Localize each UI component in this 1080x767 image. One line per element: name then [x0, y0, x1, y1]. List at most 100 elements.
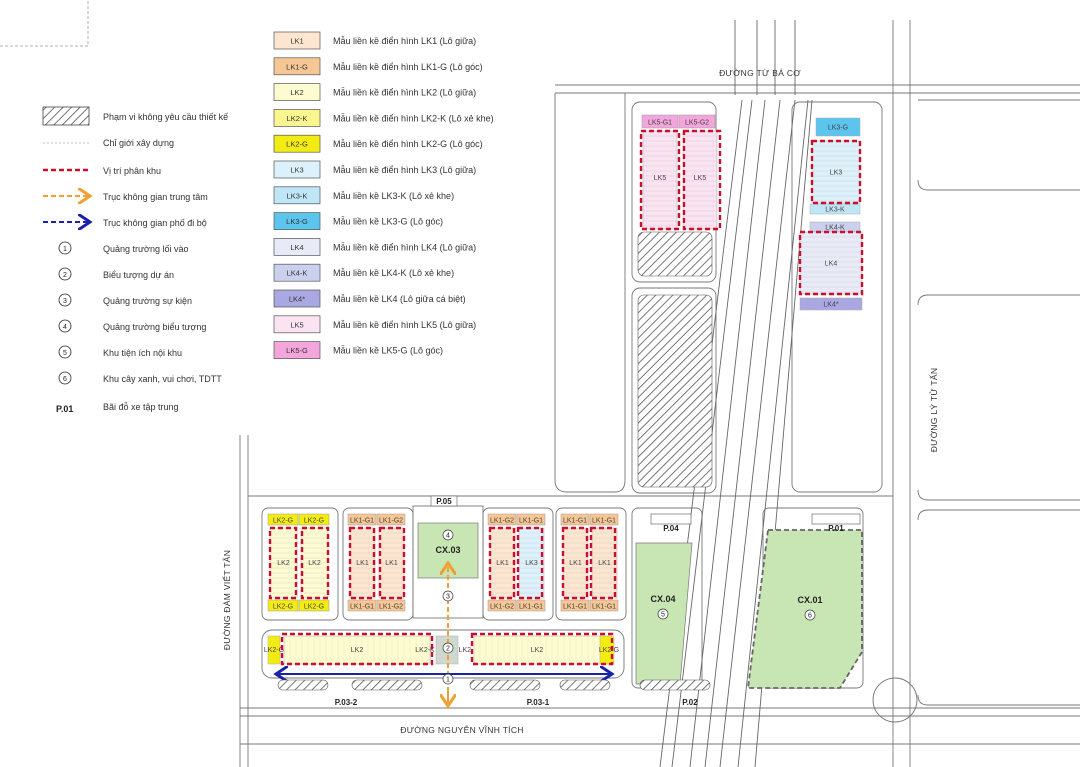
- plot-label: LK2: [277, 560, 290, 567]
- plot-label: LK4*: [823, 302, 838, 309]
- legend-lot-description: Mẫu liền kề điển hình LK2 (Lô giữa): [333, 88, 476, 98]
- legend-number-circle: [58, 319, 72, 333]
- legend-swatch-lk3-g: [273, 212, 321, 230]
- legend-swatch-lk4-star: [273, 289, 321, 308]
- plot-cell: [641, 114, 679, 129]
- legend-lot-description: Mẫu liền kề điển hình LK4 (Lô giữa): [333, 242, 476, 252]
- legend-hatch-swatch: [42, 106, 90, 126]
- plot-label: LK1-G1: [592, 518, 616, 525]
- legend-swatch-code: LK5-G: [286, 346, 308, 355]
- marker-2: 2: [446, 646, 450, 653]
- plot-label: LK3-G: [828, 125, 848, 132]
- legend-number: 6: [63, 376, 67, 383]
- legend-text: Trục không gian phố đi bộ: [103, 218, 207, 228]
- plot-label: LK1-G2: [379, 518, 403, 525]
- legend-swatch-lk3: [273, 160, 321, 179]
- plot-label: LK2-G: [273, 604, 293, 611]
- legend-text: Bãi đỗ xe tập trung: [103, 402, 179, 412]
- plot-label: LK1: [569, 560, 582, 567]
- legend-swatch-lk2-g: [273, 134, 321, 153]
- legend-swatch-code: LK1: [290, 37, 303, 46]
- plot-cell: [678, 114, 716, 129]
- parking-p02: P.02: [682, 698, 698, 707]
- park-cx01-area: [746, 529, 863, 689]
- road-name-west: ĐƯỜNG ĐÀM VIẾT TÂN: [222, 550, 232, 650]
- plot-cell: [487, 513, 517, 526]
- legend-swatch-code: LK4*: [289, 295, 305, 304]
- plot-label: LK1-G2: [379, 604, 403, 611]
- road-name-south: ĐƯỜNG NGUYỄN VĨNH TÍCH: [400, 724, 523, 735]
- legend-swatch-code: LK3: [290, 166, 303, 175]
- plot-label: LK2-G: [304, 518, 324, 525]
- legend-swatch-code: LK2: [290, 88, 303, 97]
- legend-lot-description: Mẫu liền kề điển hình LK1-G (Lô góc): [333, 62, 483, 72]
- park-cx04-number: 5: [661, 612, 665, 619]
- plot-label: LK5-G2: [685, 120, 709, 127]
- legend-number-circle: [58, 293, 72, 307]
- legend-parking-code: P.01: [56, 404, 73, 414]
- legend-lot-description: Mẫu liền kề LK4 (Lô giữa cá biệt): [333, 294, 466, 304]
- legend-swatch-code: LK4-K: [287, 269, 308, 278]
- legend-number: 4: [63, 324, 67, 331]
- parking-p01: P.01: [828, 524, 844, 533]
- plot-label: LK1-G1: [563, 518, 587, 525]
- legend-swatch-lk4-k: [273, 263, 321, 282]
- plot-cell: [347, 599, 377, 612]
- no-design-hatched-areas: [637, 231, 713, 488]
- road-name-east: ĐƯỜNG LÝ TỬ TẤN: [928, 368, 939, 453]
- parking-labels: P.05 P.04 P.01 P.03-2 P.03-1 P.02: [277, 495, 861, 707]
- legend-lot-description: Mẫu liền kề LK3-G (Lô góc): [333, 217, 443, 227]
- plot-strip: [799, 231, 863, 295]
- legend-lot-description: Mẫu liền kề điển hình LK1 (Lô giữa): [333, 36, 476, 46]
- plot-label: LK3: [525, 560, 538, 567]
- plot-label: LK2: [351, 647, 364, 654]
- plot-strip: [815, 117, 861, 137]
- legend-number: 5: [63, 350, 67, 357]
- plot-label: LK2-G: [304, 604, 324, 611]
- plot-label: LK5: [694, 175, 707, 182]
- legend-lot-description: Mẫu liền kề điển hình LK2-K (Lô xẻ khe): [333, 113, 494, 123]
- plot-cell: [516, 599, 546, 612]
- plot-label: LK2-K: [415, 647, 435, 654]
- legend-swatch-lk2-k: [273, 109, 321, 127]
- plot-cell: [487, 599, 517, 612]
- legend-text: Quảng trường biểu tượng: [103, 322, 206, 332]
- plot-label: LK4-K: [825, 225, 845, 232]
- lot-legend: LK1 Mẫu liền kề điển hình LK1 (Lô giữa) LK…: [273, 31, 494, 359]
- legend-number: 1: [63, 246, 67, 253]
- legend-lot-description: Mẫu liền kề LK3-K (Lô xẻ khe): [333, 191, 454, 201]
- plot-label: LK1-G2: [490, 518, 514, 525]
- sheet-corner-mark: [0, 0, 89, 47]
- legend-swatch-code: LK3-K: [287, 191, 308, 200]
- legend-swatch-lk5-g: [273, 341, 321, 359]
- legend-number-circle: [58, 371, 72, 385]
- legend-number: 3: [63, 298, 67, 305]
- legend-text: Khu cây xanh, vui chơi, TDTT: [103, 374, 222, 384]
- marker-3: 3: [446, 594, 450, 601]
- legend-lot-description: Mẫu liền kề điển hình LK3 (Lô giữa): [333, 165, 476, 175]
- park-cx01-number: 6: [808, 613, 812, 620]
- legend-lot-description: Mẫu liền kề LK5-G (Lô góc): [333, 346, 443, 356]
- plot-strip: [809, 203, 861, 215]
- plot-cell: [298, 599, 330, 612]
- plot-strip: [473, 635, 611, 665]
- plot-cell: [589, 513, 619, 526]
- plot-cell: [298, 513, 330, 526]
- plot-label: LK1-G1: [519, 604, 543, 611]
- legend-swatch-lk2: [273, 83, 321, 101]
- legend-number: 2: [63, 272, 67, 279]
- plot-strip: [642, 130, 678, 230]
- legend-swatch-code: LK3-G: [286, 217, 308, 226]
- park-cx03-number: 4: [446, 533, 450, 540]
- plot-label: LK5-G1: [648, 120, 672, 127]
- plot-label: LK4: [825, 261, 838, 268]
- park-cx01-label: CX.01: [797, 595, 822, 605]
- legend-text: Quảng trường lối vào: [103, 244, 188, 254]
- plot-cell: [347, 513, 377, 526]
- plot-cell: [560, 513, 590, 526]
- plot-strip: [799, 297, 863, 311]
- plot-label: LK2-: [459, 647, 474, 654]
- legend-swatch-lk5: [273, 315, 321, 334]
- plot-label: LK1-G1: [350, 604, 374, 611]
